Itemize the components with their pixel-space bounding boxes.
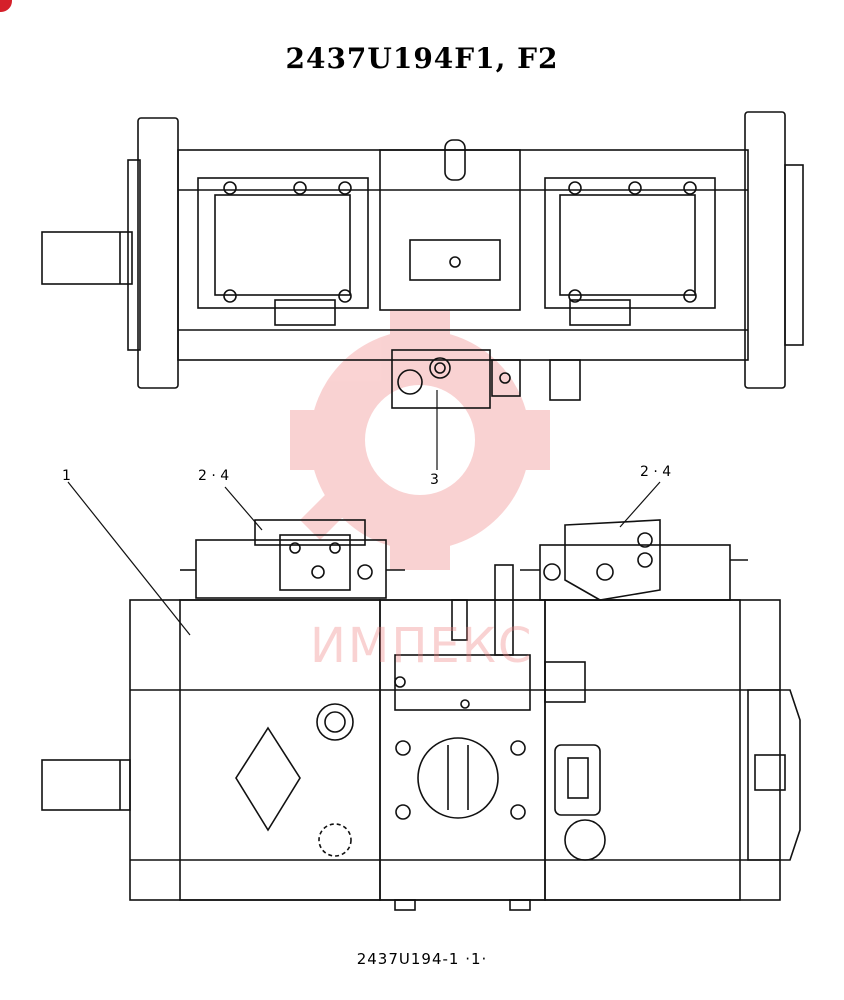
watermark-logo — [290, 310, 550, 570]
top-view — [41, 111, 804, 409]
front-view — [41, 519, 801, 911]
callout-3: 3 — [430, 472, 439, 488]
drawing-title: 2437U194F1, F2 — [285, 42, 559, 75]
callout-2-4-left: 2 · 4 — [198, 468, 230, 484]
watermark-text: ИМПЕКС — [310, 618, 534, 674]
callout-2-4-right: 2 · 4 — [640, 464, 672, 480]
footer-code: 2437U194-1 ·1· — [356, 950, 488, 968]
leader-lines — [67, 390, 661, 636]
callout-1: 1 — [62, 468, 71, 484]
